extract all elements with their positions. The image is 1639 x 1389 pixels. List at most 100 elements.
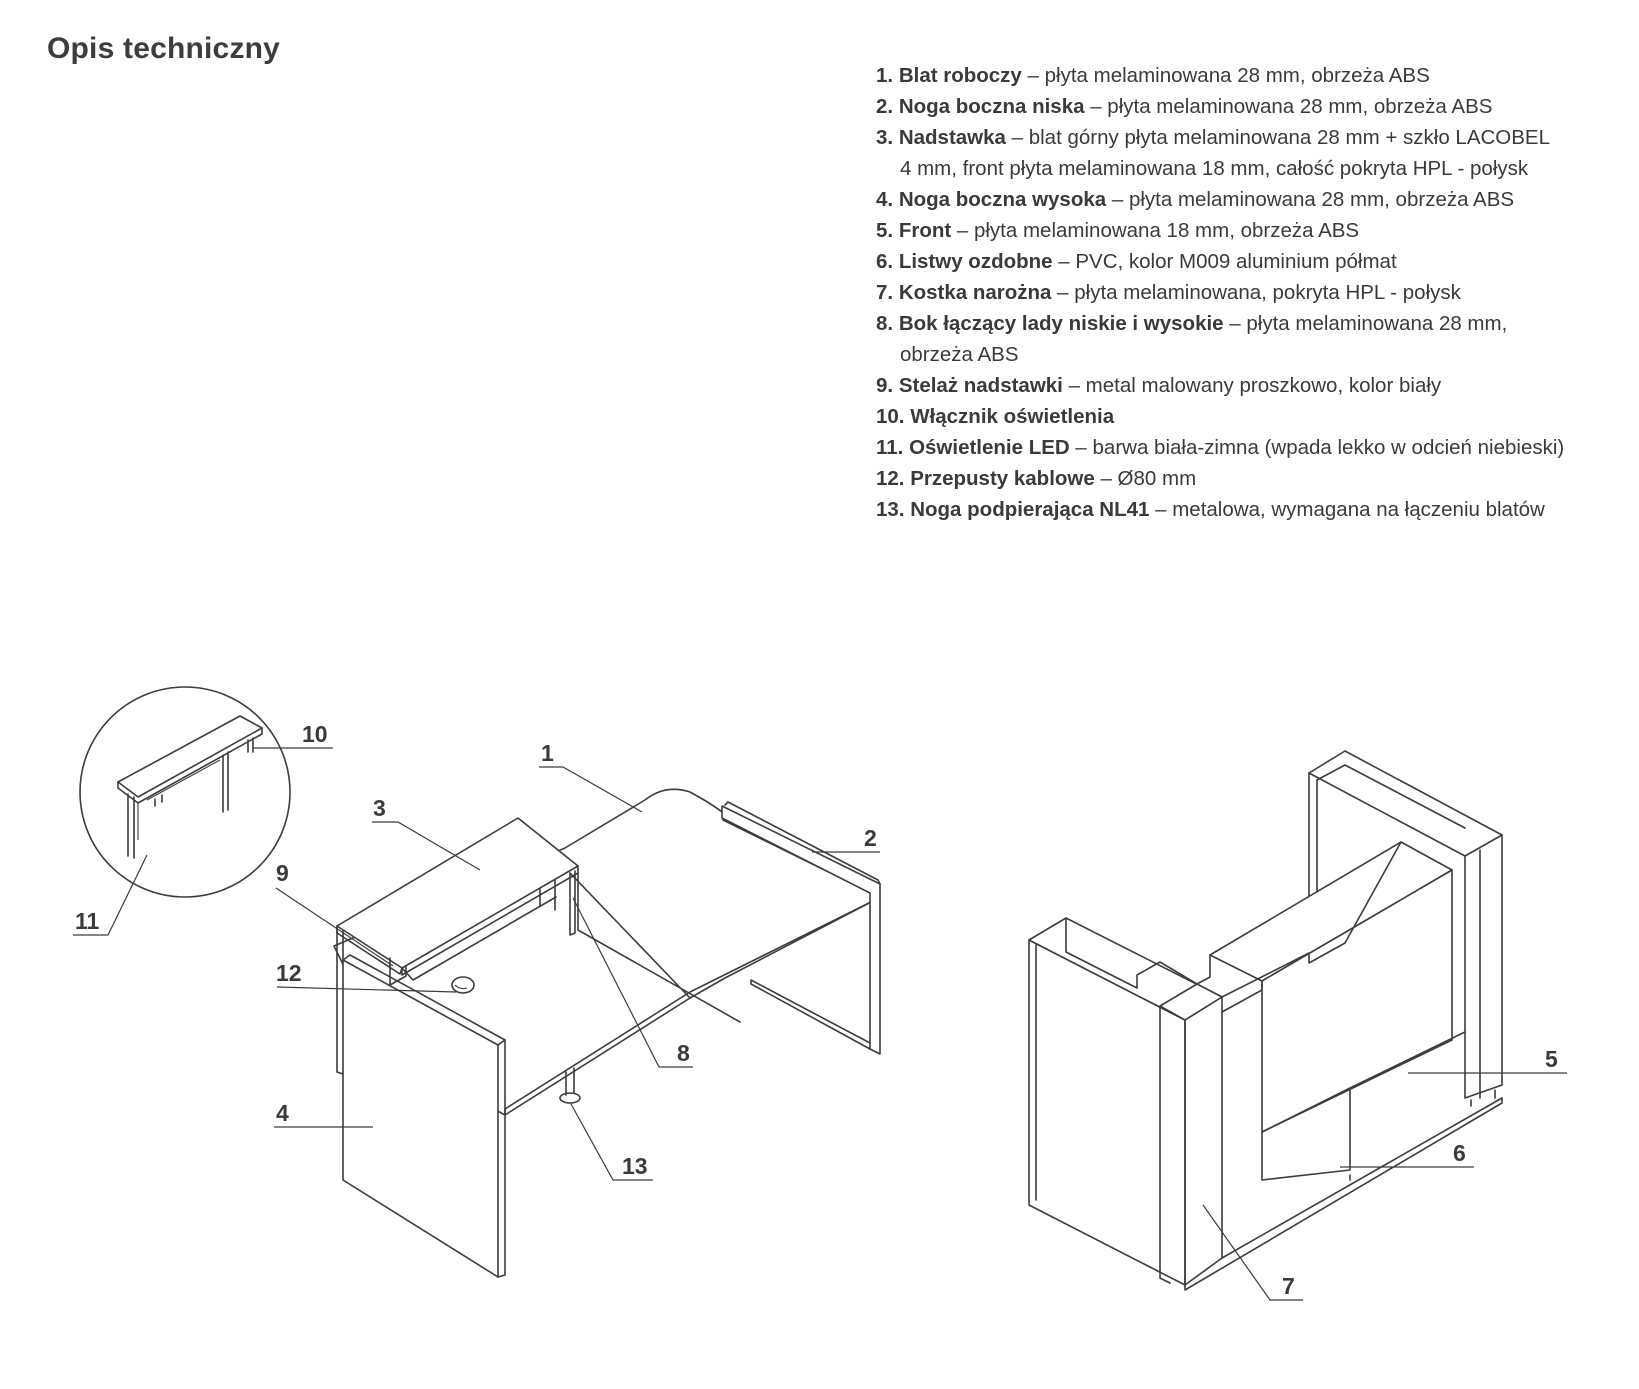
leader-11 bbox=[73, 854, 148, 936]
callout-12: 12 bbox=[276, 960, 302, 986]
counter-middle-panel bbox=[1196, 954, 1263, 1013]
spec-item-description: – barwa biała-zimna (wpada lekko w odcie… bbox=[1069, 436, 1565, 459]
decorative-strip-feet bbox=[1159, 1089, 1496, 1284]
low-side-leg-top bbox=[724, 801, 881, 885]
superstructure-front bbox=[336, 925, 403, 975]
superstructure-frame bbox=[389, 870, 576, 986]
desk-drawing: 1 2 3 4 8 9 10 11 12 13 bbox=[73, 686, 881, 1278]
spec-item-name: Kostka narożna bbox=[898, 281, 1052, 304]
counter-front-lower bbox=[1221, 1087, 1503, 1259]
spec-item-description: – płyta melaminowana 18 mm, obrzeża ABS bbox=[951, 219, 1360, 242]
decorative-strip bbox=[1184, 1097, 1503, 1291]
page-title: Opis techniczny bbox=[47, 32, 281, 65]
spec-item-description: – płyta melaminowana 28 mm, obrzeża ABS bbox=[1106, 188, 1515, 211]
leader-1 bbox=[539, 766, 643, 813]
support-leg bbox=[565, 1067, 575, 1096]
spec-item-description: – płyta melaminowana 28 mm, bbox=[1223, 312, 1508, 335]
callout-3: 3 bbox=[373, 795, 386, 821]
callout-4: 4 bbox=[276, 1100, 289, 1126]
spec-item-9: 9. Stelaż nadstawki – metal malowany pro… bbox=[876, 370, 1636, 401]
detail-top bbox=[117, 715, 263, 798]
callout-6: 6 bbox=[1453, 1140, 1466, 1166]
cable-grommet-inner bbox=[454, 984, 468, 990]
spec-item-name: Nadstawka bbox=[898, 126, 1006, 149]
spec-item-number: 10. bbox=[876, 405, 905, 428]
spec-item-number: 1. bbox=[876, 64, 894, 87]
callout-8: 8 bbox=[677, 1040, 690, 1066]
counter-left-side bbox=[1184, 996, 1223, 1286]
spec-item-description: – płyta melaminowana 28 mm, obrzeża ABS bbox=[1021, 64, 1430, 87]
spec-item-6: 6. Listwy ozdobne – PVC, kolor M009 alum… bbox=[876, 246, 1636, 277]
spec-item-2: 2. Noga boczna niska – płyta melaminowan… bbox=[876, 91, 1636, 122]
detail-legs bbox=[127, 737, 254, 859]
spec-item-number: 3. bbox=[876, 126, 894, 149]
counter-back-frame-inner bbox=[1316, 764, 1481, 1099]
superstructure-right bbox=[401, 865, 579, 976]
spec-item-number: 13. bbox=[876, 498, 905, 521]
callout-11: 11 bbox=[75, 908, 100, 934]
spec-item-name: Front bbox=[898, 219, 952, 242]
spec-item-name: Stelaż nadstawki bbox=[898, 374, 1063, 397]
spec-item-description: – blat górny płyta melaminowana 28 mm + … bbox=[1005, 126, 1550, 149]
spec-item-number: 12. bbox=[876, 467, 905, 490]
spec-item-name: Przepusty kablowe bbox=[910, 467, 1095, 490]
spec-item-continuation: 4 mm, front płyta melaminowana 18 mm, ca… bbox=[900, 157, 1529, 180]
low-side-leg-inner bbox=[750, 979, 871, 1050]
spec-item-13: 13. Noga podpierająca NL41 – metalowa, w… bbox=[876, 494, 1636, 525]
spec-item-7: 7. Kostka narożna – płyta melaminowana, … bbox=[876, 277, 1636, 308]
spec-item-description: – Ø80 mm bbox=[1094, 467, 1197, 490]
spec-item-8: 8. Bok łączący lady niskie i wysokie – p… bbox=[876, 308, 1636, 370]
leader-12 bbox=[276, 986, 457, 993]
leader-3 bbox=[372, 821, 481, 871]
spec-list: 1. Blat roboczy – płyta melaminowana 28 … bbox=[876, 60, 1636, 525]
spec-item-description: – metal malowany proszkowo, kolor biały bbox=[1062, 374, 1442, 397]
spec-item-continuation: obrzeża ABS bbox=[900, 343, 1019, 366]
counter-recess bbox=[1065, 917, 1198, 989]
spec-item-name: Noga boczna wysoka bbox=[898, 188, 1107, 211]
callout-9: 9 bbox=[276, 860, 289, 886]
callout-13: 13 bbox=[622, 1153, 648, 1179]
leader-8 bbox=[572, 897, 693, 1068]
detail-circle bbox=[79, 686, 291, 898]
spec-item-number: 2. bbox=[876, 95, 894, 118]
counter-front-panel bbox=[1261, 869, 1453, 1133]
spec-item-number: 7. bbox=[876, 281, 894, 304]
connecting-side-panel bbox=[336, 926, 344, 1075]
detail-led bbox=[137, 759, 221, 840]
high-side-leg-top bbox=[342, 954, 506, 1041]
spec-item-number: 8. bbox=[876, 312, 894, 335]
counter-back-recess bbox=[1221, 841, 1402, 998]
spec-item-name: Noga boczna niska bbox=[898, 95, 1085, 118]
spec-item-name: Blat roboczy bbox=[898, 64, 1022, 87]
spec-item-description: – PVC, kolor M009 aluminium półmat bbox=[1052, 250, 1397, 273]
callout-7: 7 bbox=[1282, 1273, 1295, 1299]
spec-item-number: 11. bbox=[876, 436, 904, 459]
counter-back-frame bbox=[1308, 772, 1503, 1099]
superstructure-frame-brace bbox=[401, 896, 557, 981]
spec-item-4: 4. Noga boczna wysoka – płyta melaminowa… bbox=[876, 184, 1636, 215]
leader-9 bbox=[275, 887, 394, 967]
counter-right-box bbox=[1261, 1031, 1466, 1133]
spec-item-name: Listwy ozdobne bbox=[898, 250, 1053, 273]
spec-item-name: Noga podpierająca NL41 bbox=[910, 498, 1150, 521]
spec-item-11: 11. Oświetlenie LED – barwa biała-zimna … bbox=[876, 432, 1636, 463]
spec-item-description: – płyta melaminowana 28 mm, obrzeża ABS bbox=[1084, 95, 1493, 118]
spec-item-number: 4. bbox=[876, 188, 894, 211]
spec-item-description: – płyta melaminowana, pokryta HPL - poły… bbox=[1051, 281, 1461, 304]
leader-13 bbox=[570, 1103, 653, 1181]
cable-grommet bbox=[451, 976, 475, 994]
spec-item-10: 10. Włącznik oświetlenia bbox=[876, 401, 1636, 432]
spec-item-12: 12. Przepusty kablowe – Ø80 mm bbox=[876, 463, 1636, 494]
high-side-leg-edge bbox=[497, 1039, 506, 1278]
spec-item-5: 5. Front – płyta melaminowana 18 mm, obr… bbox=[876, 215, 1636, 246]
callout-5: 5 bbox=[1545, 1046, 1558, 1072]
spec-item-name: Włącznik oświetlenia bbox=[910, 405, 1115, 428]
support-leg-foot bbox=[559, 1092, 581, 1104]
spec-item-number: 9. bbox=[876, 374, 894, 397]
spec-item-3: 3. Nadstawka – blat górny płyta melamino… bbox=[876, 122, 1636, 184]
callout-1: 1 bbox=[541, 740, 554, 766]
counter-back-frame-top bbox=[1308, 750, 1503, 857]
desk-inner-lines bbox=[569, 872, 741, 1023]
counter-drawing: 5 6 7 bbox=[1028, 750, 1567, 1301]
